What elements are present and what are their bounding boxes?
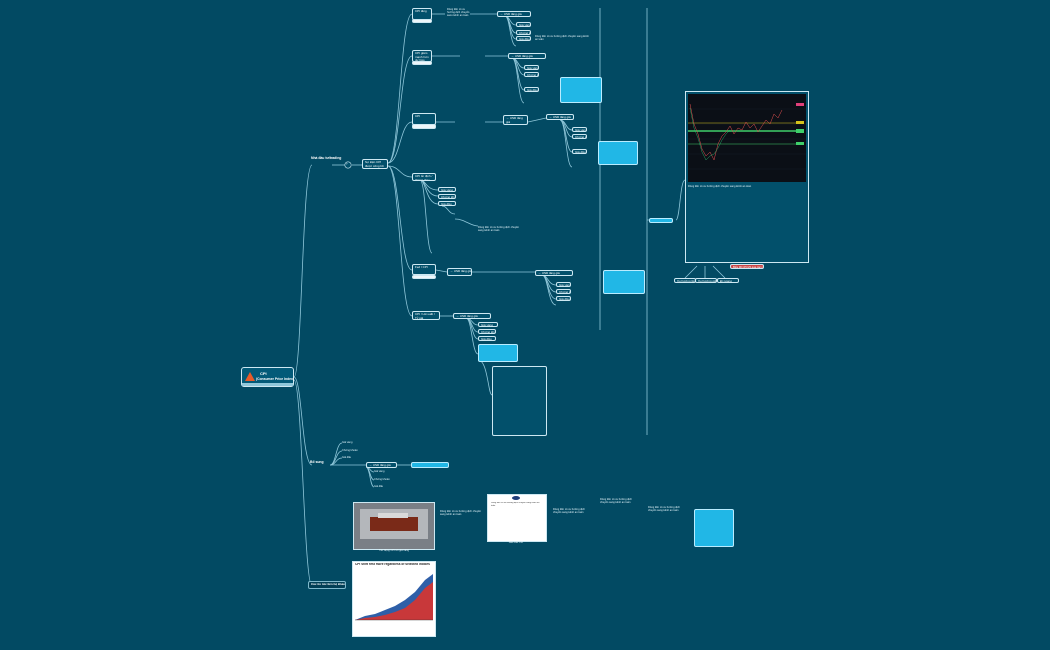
row2-oil[interactable]: Giá dầu (524, 87, 539, 92)
row3-oil[interactable]: Giá dầu (572, 149, 587, 154)
price-chart-svg (688, 94, 806, 182)
row3-usd-node[interactable]: → USD tăng giá (546, 114, 574, 120)
bars-chart-title: CPI shift first more regardless of selec… (355, 563, 430, 566)
chart-btn-up[interactable]: Xu hướng tăng (674, 278, 696, 283)
branch-trading[interactable]: Nhà đầu tư/trading (311, 156, 342, 160)
more-item-2[interactable]: Chứng khoán (342, 449, 358, 452)
row4-gold[interactable]: Giá vàng (438, 187, 456, 192)
row-detail-1 (412, 19, 432, 23)
circle-marker: ? (346, 163, 348, 166)
row-detail-2 (412, 61, 432, 65)
bars-chart-image: CPI shift first more regardless of selec… (352, 561, 436, 637)
more-callout (411, 462, 449, 468)
row1-usd-node[interactable]: → USD tăng giá (497, 11, 531, 17)
row-node-5[interactable]: Fed / CPI (412, 264, 436, 275)
decision-node[interactable]: Sự kiện CPI được công bố / thông tin thị… (362, 159, 388, 169)
root-title: CPI (260, 371, 267, 376)
root-status-bar (242, 383, 293, 386)
price-chart-image (688, 94, 806, 182)
more-item-1[interactable]: Giá vàng (342, 441, 353, 444)
row2-usd-node[interactable]: → USD tăng giá (508, 53, 546, 59)
bottom-note-4: Dòng tiền có xu hướng dịch chuyển sang k… (648, 506, 680, 513)
row5-gold[interactable]: Giá vàng (556, 282, 571, 287)
row4-oil[interactable]: Giá dầu (438, 201, 456, 206)
row3-callout (598, 141, 638, 165)
more-usd-node[interactable]: → USD tăng giá (366, 462, 397, 468)
row-node-4[interactable]: CPI ổn định / không thay đổi (412, 173, 436, 181)
row5-oil[interactable]: Giá dầu (556, 296, 571, 301)
photo-caption: Tác động CPI tới giá vàng (378, 549, 410, 552)
seal-icon (512, 496, 520, 500)
row4-note: Dòng tiền có xu hướng dịch chuyển sang k… (478, 226, 520, 233)
row1-gold[interactable]: Giá vàng (516, 22, 531, 27)
chart-caption: Biểu đồ CPI Mỹ qua các năm (730, 264, 764, 269)
chart-btn-down[interactable]: Xu hướng giảm (695, 278, 717, 283)
chart-link-node[interactable] (649, 218, 673, 223)
bottom-callout (694, 509, 734, 547)
row3-mid-node[interactable]: → USD tăng giá (503, 115, 528, 125)
row2-gold[interactable]: Giá vàng (524, 65, 539, 70)
row1-annotation: Dòng tiền có xu hướng dịch chuyển sang k… (447, 8, 470, 16)
row6-gold[interactable]: Giá vàng (478, 322, 498, 327)
row2-stocks[interactable]: Chứng khoán (524, 72, 539, 77)
chart-btn-flat[interactable]: Đi ngang (717, 278, 739, 283)
row5-mid-node[interactable]: → USD tăng giá (447, 268, 472, 276)
row6-usd-node[interactable]: → USD tăng giá (453, 313, 491, 319)
row-detail-5 (412, 275, 436, 279)
report-document: Dòng tiền có xu hướng dịch chuyển sang k… (487, 494, 547, 542)
root-subtitle: (Consumer Price Index) (256, 377, 295, 381)
branch-other[interactable]: Các tin tức liên hệ khác/ nâng (308, 581, 346, 589)
row3-stocks[interactable]: Chứng khoán (572, 134, 587, 139)
bottom-note-1: Dòng tiền có xu hướng dịch chuyển sang k… (440, 510, 482, 517)
cpi-logo-icon (245, 372, 255, 381)
row6-oil[interactable]: Giá dầu (478, 336, 496, 341)
row5-stocks[interactable]: Chứng khoán (556, 289, 571, 294)
row6-text-box (492, 366, 547, 436)
bottom-note-2: Dòng tiền có xu hướng dịch chuyển sang k… (553, 508, 585, 515)
row-node-2[interactable]: CPI giảm mạnh hơn dự báo (412, 50, 432, 62)
row1-stocks[interactable]: Chứng khoán (516, 30, 531, 35)
more-sub-3[interactable]: Giá dầu (374, 485, 384, 488)
more-sub-1[interactable]: Giá vàng (374, 470, 385, 473)
row5-usd-node[interactable]: → USD tăng giá (535, 270, 573, 276)
cpi-photo (353, 502, 435, 550)
row6-stocks[interactable]: Chứng khoán (478, 329, 496, 334)
row-detail-3 (412, 124, 436, 129)
row5-callout (603, 270, 645, 294)
row1-note: Dòng tiền có xu hướng dịch chuyển sang k… (535, 35, 589, 42)
row4-stocks[interactable]: Chứng khoán (438, 194, 456, 199)
row-node-6[interactable]: CPI / Lãi suất / Tỷ giá (412, 311, 440, 320)
price-chart-panel: Dòng tiền có xu hướng dịch chuyển sang k… (685, 91, 809, 269)
chart-description: Dòng tiền có xu hướng dịch chuyển sang k… (688, 185, 752, 188)
root-node[interactable]: CPI (Consumer Price Index) (241, 367, 294, 387)
more-sub-2[interactable]: Chứng khoán (374, 478, 390, 481)
row1-oil[interactable]: Giá dầu (516, 36, 531, 41)
bottom-note-3: Dòng tiền có xu hướng dịch chuyển sang k… (600, 498, 632, 505)
more-item-3[interactable]: Giá dầu (342, 456, 352, 459)
report-caption: Báo cáo CPI (508, 541, 524, 544)
row3-gold[interactable]: Giá vàng (572, 127, 587, 132)
report-text: Dòng tiền có xu hướng dịch chuyển sang k… (491, 502, 540, 508)
row6-callout (478, 344, 518, 362)
row2-callout (560, 77, 602, 103)
branch-more[interactable]: Bổ sung (310, 460, 324, 464)
